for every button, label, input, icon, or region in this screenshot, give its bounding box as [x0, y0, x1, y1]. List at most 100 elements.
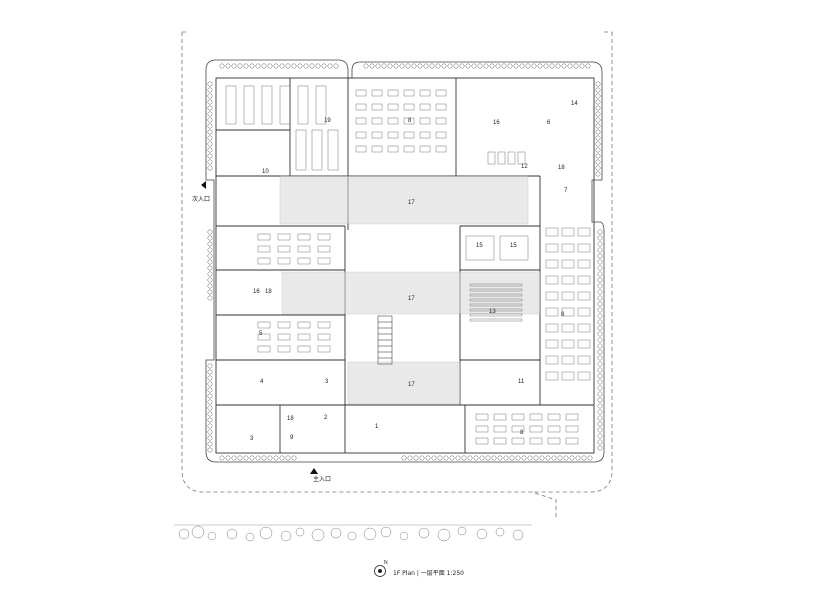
main-entrance: 主入口 — [310, 468, 331, 483]
tree-mark — [465, 63, 471, 69]
furniture-piece — [545, 275, 559, 285]
tree-mark — [597, 397, 603, 403]
room-label: 13 — [489, 309, 496, 315]
furniture-piece — [387, 117, 399, 125]
tree-mark — [207, 277, 213, 283]
furniture-piece — [565, 413, 579, 421]
furniture-piece — [561, 291, 575, 301]
furniture-piece — [403, 89, 415, 97]
furniture-piece — [295, 129, 307, 171]
tree-mark — [555, 63, 561, 69]
tree-mark — [249, 455, 255, 461]
tree-mark — [207, 93, 213, 99]
room-label: 9 — [290, 435, 294, 441]
tree-mark — [597, 277, 603, 283]
tree-mark — [581, 455, 587, 461]
tree-mark — [207, 429, 213, 435]
tree-mark — [567, 63, 573, 69]
room-label: 4 — [260, 379, 264, 385]
furniture-piece — [297, 85, 309, 125]
tree-mark — [226, 528, 238, 540]
furniture-piece — [517, 151, 526, 165]
furniture-piece — [277, 233, 291, 241]
tree-mark — [207, 435, 213, 441]
tree-mark — [595, 111, 601, 117]
tree-mark — [363, 63, 369, 69]
furniture-piece — [577, 371, 591, 381]
tree-mark — [207, 129, 213, 135]
tree-mark — [597, 319, 603, 325]
tree-mark — [503, 455, 509, 461]
furniture-piece — [403, 145, 415, 153]
furniture-piece — [577, 275, 591, 285]
furniture-piece — [561, 339, 575, 349]
tree-mark — [280, 530, 292, 542]
tree-mark — [597, 433, 603, 439]
furniture-piece — [377, 327, 393, 335]
tree-mark — [537, 63, 543, 69]
furniture-piece — [493, 437, 507, 445]
furniture-piece — [419, 117, 431, 125]
furniture-piece — [545, 339, 559, 349]
tree-mark — [431, 455, 437, 461]
tree-mark — [207, 369, 213, 375]
furniture-piece — [403, 103, 415, 111]
tree-mark — [417, 63, 423, 69]
furniture-piece — [469, 318, 523, 322]
tree-mark — [597, 301, 603, 307]
tree-mark — [595, 147, 601, 153]
tree-mark — [597, 307, 603, 313]
furniture-piece — [297, 257, 311, 265]
tree-mark — [471, 63, 477, 69]
tree-mark — [597, 283, 603, 289]
tree-mark — [207, 241, 213, 247]
tree-mark — [425, 455, 431, 461]
tree-mark — [207, 229, 213, 235]
street-trees — [178, 525, 524, 542]
tree-mark — [387, 63, 393, 69]
furniture-piece — [529, 413, 543, 421]
tree-mark — [401, 455, 407, 461]
tree-mark — [333, 63, 339, 69]
room-label: 14 — [571, 101, 578, 107]
tree-mark — [207, 153, 213, 159]
room-label: 17 — [408, 382, 415, 388]
room-label: 10 — [262, 169, 269, 175]
tree-mark — [399, 63, 405, 69]
furniture-piece — [561, 227, 575, 237]
furniture-piece — [371, 117, 383, 125]
tree-mark — [207, 387, 213, 393]
furniture-piece — [377, 321, 393, 329]
furniture-piece — [355, 145, 367, 153]
furniture-piece — [257, 345, 271, 353]
furniture-piece — [387, 131, 399, 139]
tree-mark — [595, 165, 601, 171]
tree-mark — [311, 528, 325, 542]
furniture-piece — [311, 129, 323, 171]
room-label: 5 — [259, 331, 263, 337]
tree-mark — [267, 455, 273, 461]
tree-mark — [575, 455, 581, 461]
tree-mark — [597, 343, 603, 349]
tree-mark — [543, 63, 549, 69]
furniture-piece — [419, 145, 431, 153]
tree-mark — [207, 375, 213, 381]
tree-mark — [207, 99, 213, 105]
tree-mark — [207, 105, 213, 111]
tree-mark — [473, 455, 479, 461]
tree-mark — [597, 349, 603, 355]
furniture-piece — [371, 145, 383, 153]
furniture-piece — [355, 131, 367, 139]
tree-mark — [380, 526, 392, 538]
tree-mark — [549, 63, 555, 69]
tree-mark — [507, 63, 513, 69]
furniture-piece — [435, 103, 447, 111]
tree-mark — [207, 111, 213, 117]
tree-mark — [207, 441, 213, 447]
tree-mark — [237, 455, 243, 461]
furniture-piece — [297, 233, 311, 241]
furniture-piece — [545, 243, 559, 253]
tree-mark — [597, 229, 603, 235]
furniture-piece — [277, 345, 291, 353]
tree-mark — [207, 405, 213, 411]
